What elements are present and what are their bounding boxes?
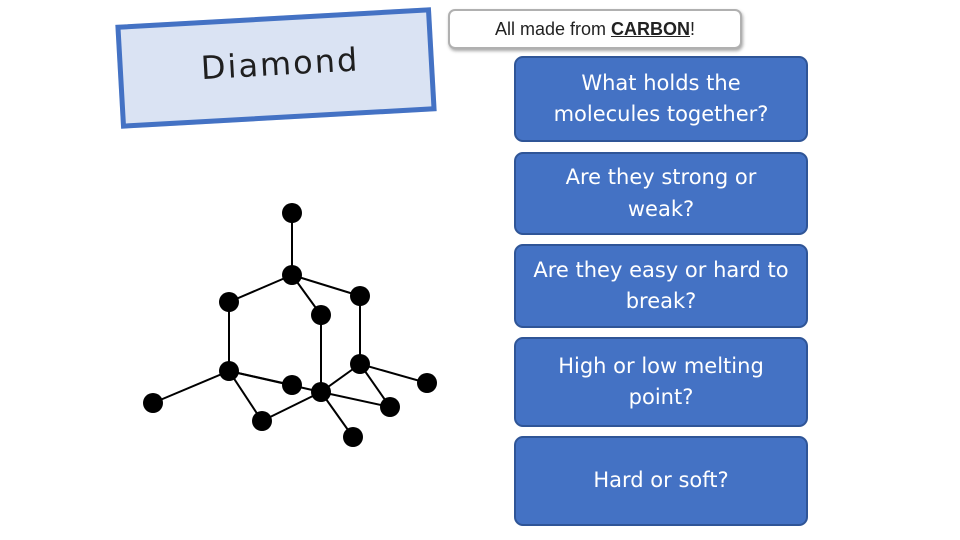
question-text: High or low melting point? xyxy=(558,353,764,410)
question-box-5: Hard or soft? xyxy=(514,436,808,526)
carbon-atom xyxy=(343,427,363,447)
carbon-atom xyxy=(282,203,302,223)
question-text: Are they easy or hard to break? xyxy=(533,257,789,314)
carbon-atoms xyxy=(143,203,437,447)
carbon-atom xyxy=(219,361,239,381)
carbon-atom xyxy=(143,393,163,413)
carbon-atom xyxy=(417,373,437,393)
note-prefix: All made from xyxy=(494,18,612,39)
note-emphasis: CARBON xyxy=(611,18,691,39)
carbon-atom xyxy=(311,382,331,402)
carbon-atom xyxy=(219,292,239,312)
carbon-note: All made from CARBON ! xyxy=(448,9,742,49)
carbon-atom xyxy=(350,354,370,374)
question-text: Are they strong or weak? xyxy=(565,165,757,221)
question-text: What holds the molecules together? xyxy=(553,70,769,127)
carbon-atom xyxy=(252,411,272,431)
bond xyxy=(228,274,293,303)
question-box-4: High or low melting point? xyxy=(514,337,808,427)
bond xyxy=(320,391,391,408)
carbon-atom xyxy=(282,265,302,285)
carbon-bonds xyxy=(152,213,428,438)
question-box-1: What holds the molecules together? xyxy=(514,56,808,142)
carbon-atom xyxy=(282,375,302,395)
carbon-atom xyxy=(311,305,331,325)
carbon-atom xyxy=(350,286,370,306)
question-box-2: Are they strong or weak? xyxy=(514,152,808,235)
question-text: Hard or soft? xyxy=(593,468,729,493)
carbon-atom xyxy=(380,397,400,417)
bond xyxy=(261,391,322,422)
bond xyxy=(152,370,230,404)
note-suffix: ! xyxy=(690,18,696,39)
question-box-3: Are they easy or hard to break? xyxy=(514,244,808,328)
bond xyxy=(291,274,361,297)
bond xyxy=(228,370,322,393)
bond xyxy=(359,363,428,384)
